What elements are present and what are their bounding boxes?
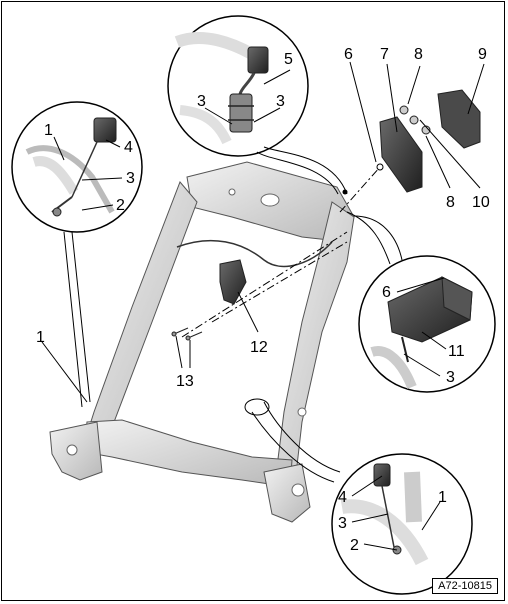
wiring-harness [176,239,333,268]
detail-circle-top-left [11,101,143,233]
screws-part-8 [399,105,431,135]
callout-6-top: 6 [344,46,353,63]
callout-3-top-left: 3 [126,170,135,187]
callout-4-bottom-right: 4 [338,489,347,506]
callout-13: 13 [176,373,194,390]
callout-12: 12 [250,339,268,356]
callout-6-right: 6 [382,284,391,301]
callout-1-bottom-right: 1 [438,489,447,506]
callout-11: 11 [448,343,465,360]
callout-3-top-center-left: 3 [197,93,206,110]
frame-holes [66,188,307,497]
callout-9: 9 [478,46,487,63]
detail-circle-top-center [167,15,309,157]
assembly-axis-lines [181,166,381,338]
detail-circle-bottom-right [331,453,473,595]
backrest-frame [49,161,355,523]
callout-4-top-left: 4 [124,139,133,156]
callout-8-lower: 8 [446,194,455,211]
detail-circle-right [358,255,496,393]
callout-3-bottom-right: 3 [338,515,347,532]
callout-10: 10 [472,194,490,211]
clip-part-6 [376,163,384,171]
callout-5: 5 [284,51,293,68]
callout-3-top-center-right: 3 [276,93,285,110]
plate-part-12 [219,259,247,305]
reference-code-badge: A72-10815 [432,578,498,594]
holder-part-7 [379,116,423,193]
callout-3-right: 3 [446,369,455,386]
callout-leaders [41,61,485,551]
detail-connector-lines [63,146,403,483]
callout-2-bottom-right: 2 [350,537,359,554]
callout-labels: 1 4 3 2 1 3 5 3 6 7 8 9 8 10 12 13 6 11 … [36,46,490,554]
callout-1-left: 1 [36,329,45,346]
callout-8-upper: 8 [414,46,423,63]
callout-7: 7 [380,46,389,63]
callout-2-top-left: 2 [116,197,125,214]
rivets-part-13 [171,327,203,341]
cover-part-9 [437,89,481,149]
callout-1-top-left: 1 [44,122,53,139]
